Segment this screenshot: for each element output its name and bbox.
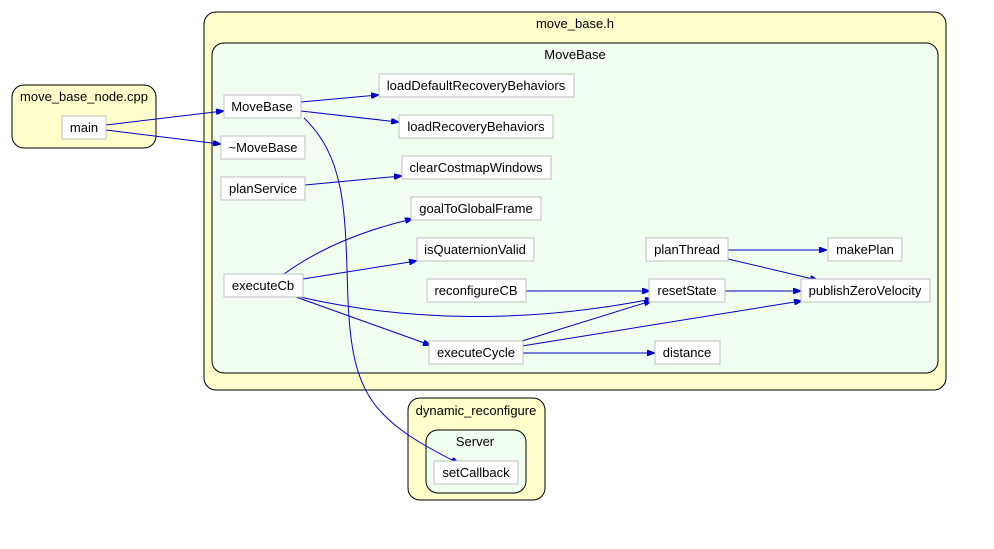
node-loaddefaultrecoverybehaviors[interactable]: loadDefaultRecoveryBehaviors [378,73,575,98]
node-makeplan[interactable]: makePlan [827,237,903,262]
node-clearcostmapwindows-label: clearCostmapWindows [410,160,543,175]
node-planthread[interactable]: planThread [645,237,729,262]
node-loaddefaultrecoverybehaviors-label: loadDefaultRecoveryBehaviors [387,78,566,93]
edge-main-to-movebase [105,111,223,126]
node-distance-label: distance [663,345,711,360]
node-reconfigurecb[interactable]: reconfigureCB [426,278,527,303]
edge-movebase-to-setcallback [303,117,458,463]
node-publishzerovelocity[interactable]: publishZeroVelocity [800,278,931,303]
node-movebase-label: MoveBase [231,99,292,114]
node-movebase[interactable]: MoveBase [223,94,302,119]
node-planservice-label: planService [229,181,297,196]
node-main[interactable]: main [61,115,107,140]
node-goaltoglobalframe[interactable]: goalToGlobalFrame [410,196,542,221]
edge-executecb-to-executecycle [295,296,430,345]
node-loadrecoverybehaviors-label: loadRecoveryBehaviors [407,119,545,134]
node-executecycle[interactable]: executeCycle [428,340,524,365]
edge-executecb-to-resetstate [299,296,652,317]
node-planthread-label: planThread [654,242,720,257]
edge-planthread-to-publishzerovelocity [727,258,817,280]
cluster-move-base-h: move_base.h MoveBase [203,11,947,391]
node-distance[interactable]: distance [654,340,721,365]
node-clearcostmapwindows[interactable]: clearCostmapWindows [401,155,552,180]
node-resetstate-label: resetState [657,283,716,298]
cluster-movebase-class-box [211,42,939,374]
node-setcallback-label: setCallback [442,465,510,480]
node-reconfigurecb-label: reconfigureCB [434,283,517,298]
cluster-movebase-class-title: MoveBase [544,47,605,62]
node-planservice[interactable]: planService [220,176,306,201]
edges [105,95,826,463]
node-executecb[interactable]: executeCb [223,273,304,298]
node-dtor-label: ~MoveBase [228,140,297,155]
node-publishzerovelocity-label: publishZeroVelocity [809,283,922,298]
node-executecb-label: executeCb [232,278,294,293]
node-main-label: main [70,120,98,135]
node-loadrecoverybehaviors[interactable]: loadRecoveryBehaviors [398,114,554,139]
nodes: main MoveBase ~MoveBase planService exec… [61,73,931,485]
cluster-dynamic-reconfigure: dynamic_reconfigure Server [407,397,546,501]
node-resetstate[interactable]: resetState [648,278,726,303]
cluster-move-base-h-title: move_base.h [536,16,614,31]
edge-executecycle-to-resetstate [521,301,651,342]
edge-executecb-to-isquaternionvalid [302,261,416,280]
edge-main-to-dtor [105,129,220,144]
node-executecycle-label: executeCycle [437,345,515,360]
node-makeplan-label: makePlan [836,242,894,257]
cluster-move-base-node-cpp-title: move_base_node.cpp [20,89,148,104]
edge-executecb-to-goaltoglobalframe [283,219,412,275]
node-isquaternionvalid[interactable]: isQuaternionValid [416,237,535,262]
edge-movebase-to-loaddefaultrecoverybehaviors [300,95,378,103]
node-setcallback[interactable]: setCallback [433,460,519,485]
edge-executecycle-to-publishzerovelocity [521,301,801,347]
cluster-server-class-title: Server [456,434,495,449]
node-isquaternionvalid-label: isQuaternionValid [424,242,526,257]
node-dtor[interactable]: ~MoveBase [220,135,306,160]
edge-movebase-to-loadrecoverybehaviors [300,110,398,122]
cluster-dynamic-reconfigure-title: dynamic_reconfigure [416,403,537,418]
node-goaltoglobalframe-label: goalToGlobalFrame [419,201,532,216]
edge-planservice-to-clearcostmapwindows [304,176,401,186]
